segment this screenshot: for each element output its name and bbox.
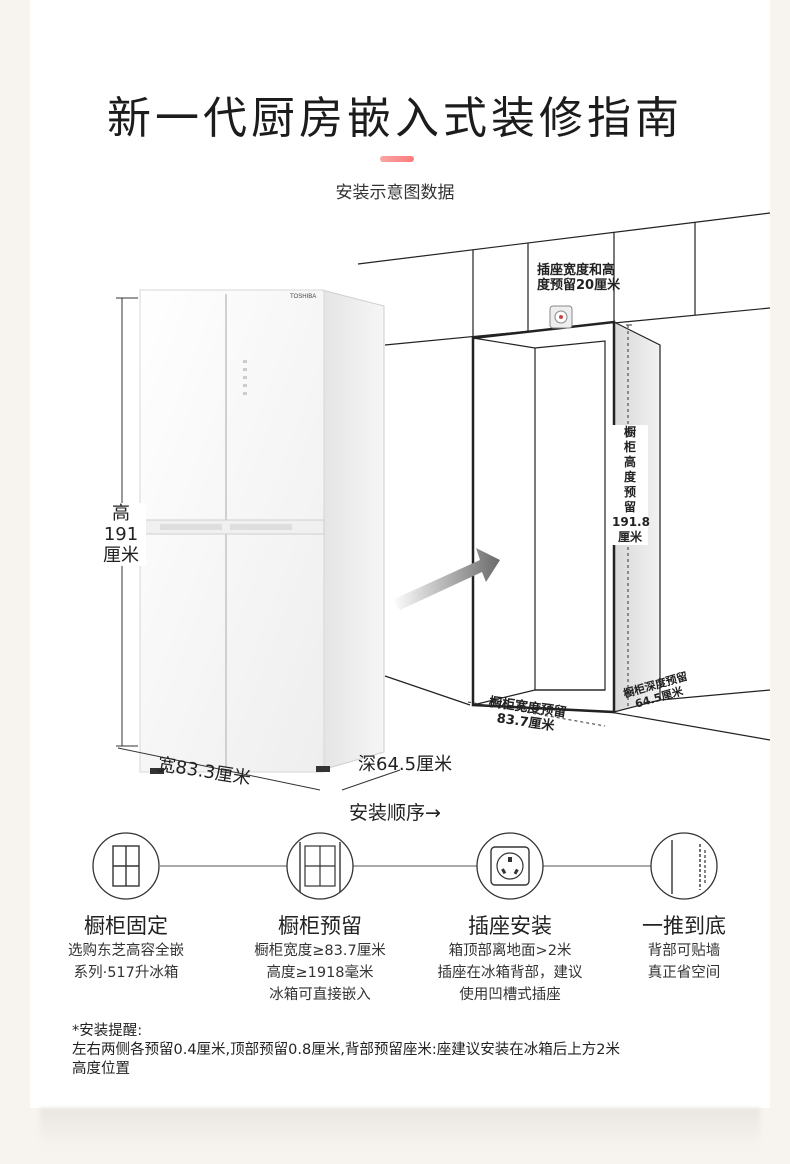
room-walls — [357, 212, 771, 741]
fridge-depth-label: 深64.5厘米 — [358, 754, 453, 775]
note-line-2: 高度位置 — [72, 1061, 130, 1077]
install-note: *安装提醒: 左右两侧各预留0.4厘米,顶部预留0.8厘米,背部预留座米:座建议… — [72, 1022, 620, 1079]
page-title: 新一代厨房嵌入式装修指南 — [107, 93, 683, 144]
step-title: 插座安装 — [468, 914, 552, 938]
cabinet-niche — [471, 320, 661, 714]
note-heading: *安装提醒: — [72, 1023, 143, 1039]
install-order-heading: 安装顺序→ — [349, 802, 441, 824]
steps-timeline — [92, 832, 718, 900]
step-title: 橱柜预留 — [278, 914, 362, 938]
cabinet-height-label: 橱 柜 高 度 预 留 191.8 厘米 — [612, 425, 650, 545]
cabinet-space-icon — [286, 832, 354, 900]
note-line-1: 左右两侧各预留0.4厘米,顶部预留0.8厘米,背部预留座米:座建议安装在冰箱后上… — [72, 1042, 620, 1058]
socket-icon — [476, 832, 544, 900]
wall-socket-icon — [549, 305, 573, 329]
step-description: 选购东芝高容全嵌 系列·517升冰箱 — [68, 943, 184, 981]
brand-logo: TOSHIBA — [290, 294, 316, 300]
installation-diagram: TOSHIBA — [116, 212, 771, 791]
fridge-height-label: 高 191 厘米 — [96, 503, 146, 566]
control-panel-icon — [243, 360, 247, 395]
cabinet-dimension-lines — [467, 325, 629, 727]
push-in-arrow — [392, 548, 500, 610]
step-title: 一推到底 — [642, 914, 726, 938]
step-description: 橱柜宽度≥83.7厘米 高度≥1918毫米 冰箱可直接嵌入 — [254, 943, 386, 1003]
step-description: 箱顶部离地面>2米 插座在冰箱背部，建议 使用凹槽式插座 — [437, 943, 583, 1003]
push-icon — [650, 832, 718, 900]
title-accent-bar — [380, 156, 414, 162]
step-title: 橱柜固定 — [84, 914, 168, 938]
card-shadow — [40, 1108, 760, 1148]
socket-label: 插座宽度和高 度预留20厘米 — [537, 263, 621, 293]
refrigerator-illustration — [139, 289, 385, 774]
page-subtitle: 安装示意图数据 — [335, 183, 455, 203]
cabinet-icon — [92, 832, 160, 900]
step-description: 背部可贴墙 真正省空间 — [647, 943, 721, 981]
